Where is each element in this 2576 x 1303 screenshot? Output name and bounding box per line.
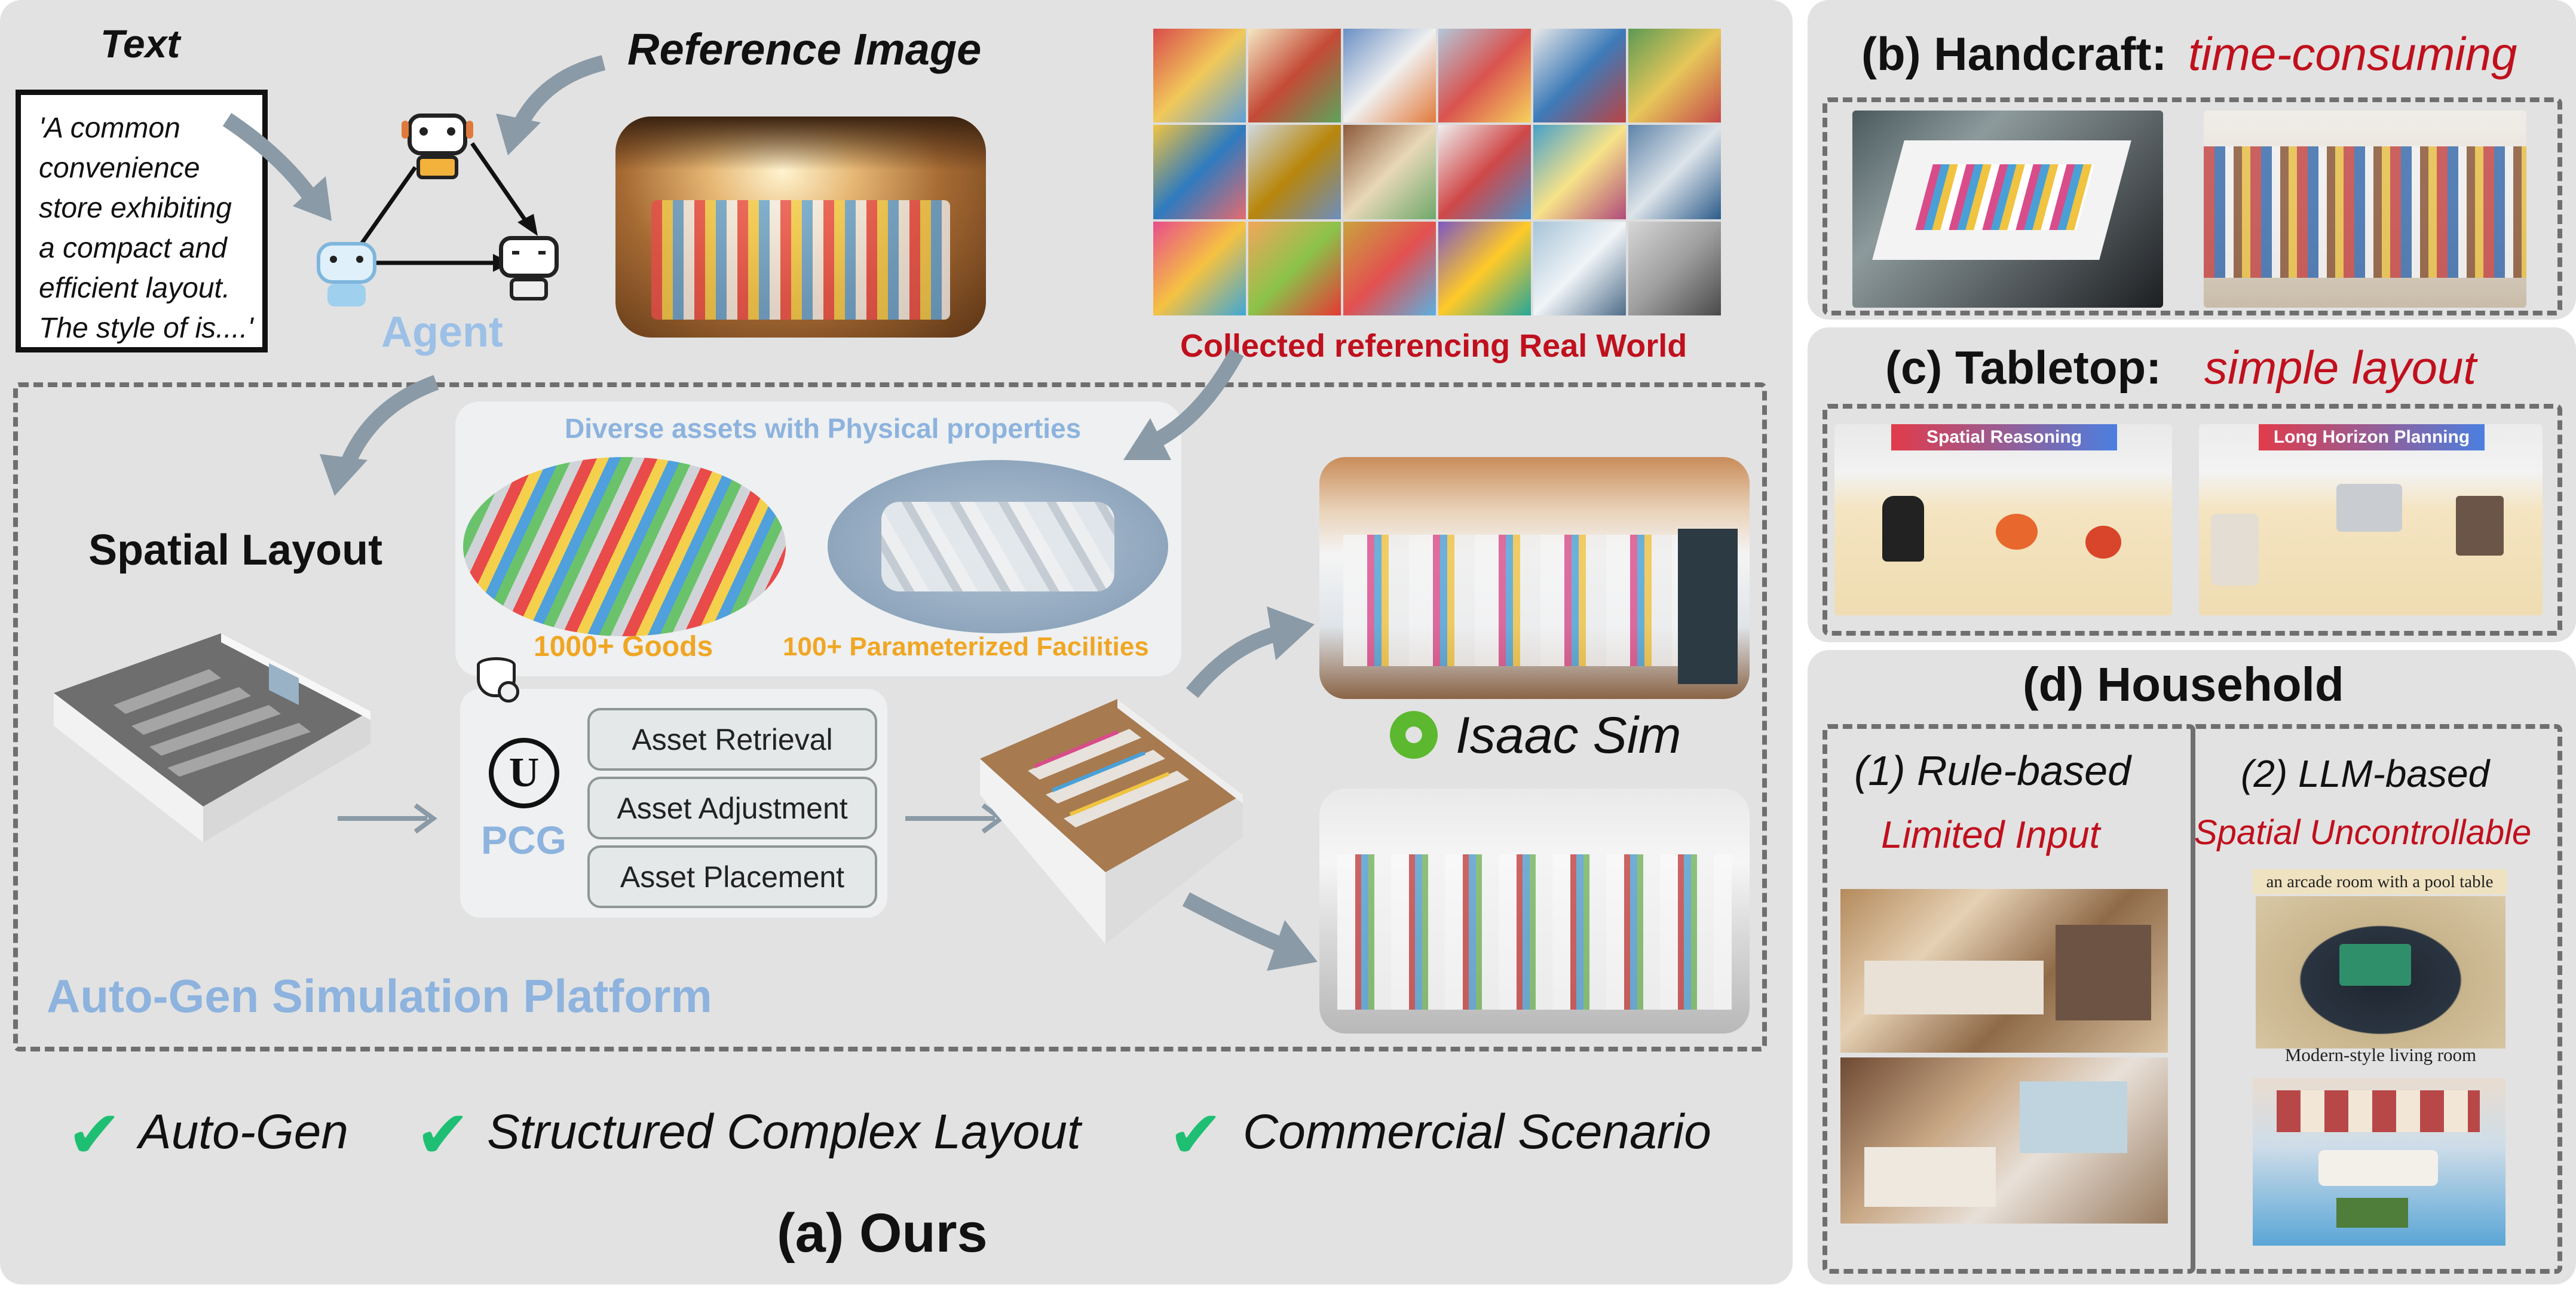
robot-icon: [493, 230, 565, 302]
rule-based-label: (1) Rule-based: [1854, 747, 2131, 794]
check-structured-layout: Structured Complex Layout: [487, 1105, 1081, 1159]
rule-based-render-bottom: [1840, 1057, 2168, 1224]
isaac-sim-render-top: [1319, 457, 1750, 699]
spatial-layout-render: [54, 633, 370, 842]
asset-retrieval-step: Asset Retrieval: [587, 708, 877, 771]
text-prompt-line: efficient layout.: [39, 272, 231, 304]
goods-assets-image: [463, 457, 786, 636]
handcraft-render-right: [2204, 111, 2526, 308]
collected-real-world-collage: [1153, 29, 1721, 315]
collected-real-world-label: Collected referencing Real World: [1180, 328, 1687, 364]
panel-b-title-text: (b) Handcraft:: [1861, 27, 2167, 80]
text-prompt-line: store exhibiting: [39, 192, 232, 224]
llm-render-bottom: [2253, 1078, 2505, 1246]
text-prompt-line: 'A common: [39, 112, 180, 144]
panel-c-title-text: (c) Tabletop:: [1885, 341, 2162, 394]
isaac-sim-render-bottom: [1319, 789, 1750, 1034]
text-input-label: Text: [100, 22, 180, 66]
spatial-layout-label: Spatial Layout: [88, 526, 383, 574]
isaac-sim-label: Isaac Sim: [1456, 707, 1681, 764]
tag-long-horizon-planning: Long Horizon Planning: [2259, 424, 2485, 450]
tabletop-render-left: [1834, 424, 2172, 615]
rule-based-highlight: Limited Input: [1881, 813, 2100, 856]
unreal-engine-icon: U: [489, 738, 559, 808]
llm-based-label: (2) LLM-based: [2241, 752, 2490, 795]
panel-b-title: (b) Handcraft: time-consuming: [1861, 27, 2517, 81]
text-prompt-line: a compact and: [39, 232, 227, 264]
pcg-label: PCG: [481, 818, 567, 862]
llm-caption-bottom: Modern-style living room: [2284, 1044, 2477, 1065]
text-prompt-line: convenience: [39, 152, 200, 184]
text-prompt-line: The style of is....': [39, 312, 253, 344]
handcraft-render-left: [1852, 111, 2163, 308]
check-icon: ✔: [415, 1098, 471, 1172]
check-icon: ✔: [67, 1098, 122, 1172]
panel-a-caption: (a) Ours: [777, 1203, 988, 1264]
check-icon: ✔: [1168, 1098, 1224, 1172]
panel-c-title: (c) Tabletop: simple layout: [1885, 341, 2476, 395]
tag-spatial-reasoning: Spatial Reasoning: [1891, 424, 2117, 450]
asset-placement-step: Asset Placement: [587, 845, 877, 908]
facilities-assets-image: [828, 460, 1168, 633]
database-search-icon: [477, 657, 519, 705]
facilities-label: 100+ Parameterized Facilities: [783, 632, 1149, 661]
panel-c-dashed-box: [1823, 404, 2562, 636]
reference-image-label: Reference Image: [627, 24, 982, 74]
generated-store-render: [980, 699, 1243, 944]
platform-label: Auto-Gen Simulation Platform: [47, 970, 712, 1022]
llm-render-top: [2256, 896, 2505, 1048]
llm-caption-top: an arcade room with a pool table: [2253, 869, 2507, 894]
robot-icon: [402, 108, 473, 179]
assets-title: Diverse assets with Physical properties: [565, 413, 1082, 444]
tabletop-render-right: [2199, 424, 2543, 615]
arrow-to-pcg: [338, 803, 437, 834]
check-commercial-scenario: Commercial Scenario: [1243, 1105, 1711, 1159]
isaac-sim-logo-icon: [1390, 711, 1438, 759]
panel-d-title: (d) Household: [2023, 658, 2344, 711]
panel-c-title-highlight: simple layout: [2204, 341, 2477, 394]
check-auto-gen: Auto-Gen: [139, 1105, 348, 1159]
llm-based-highlight: Spatial Uncontrollable: [2194, 813, 2532, 852]
agent-label: Agent: [381, 308, 503, 356]
text-prompt-box: 'A common convenience store exhibiting a…: [16, 90, 268, 352]
auto-gen-platform-box: [13, 382, 1767, 1051]
reference-store-photo: [615, 116, 986, 338]
asset-adjustment-step: Asset Adjustment: [587, 777, 877, 839]
goods-label: 1000+ Goods: [534, 631, 713, 663]
panel-b-dashed-box: [1823, 97, 2562, 315]
panel-d-dashed-box-right: [2191, 724, 2562, 1274]
robot-icon: [311, 236, 382, 308]
rule-based-render-top: [1840, 889, 2168, 1053]
panel-b-title-highlight: time-consuming: [2188, 27, 2517, 80]
